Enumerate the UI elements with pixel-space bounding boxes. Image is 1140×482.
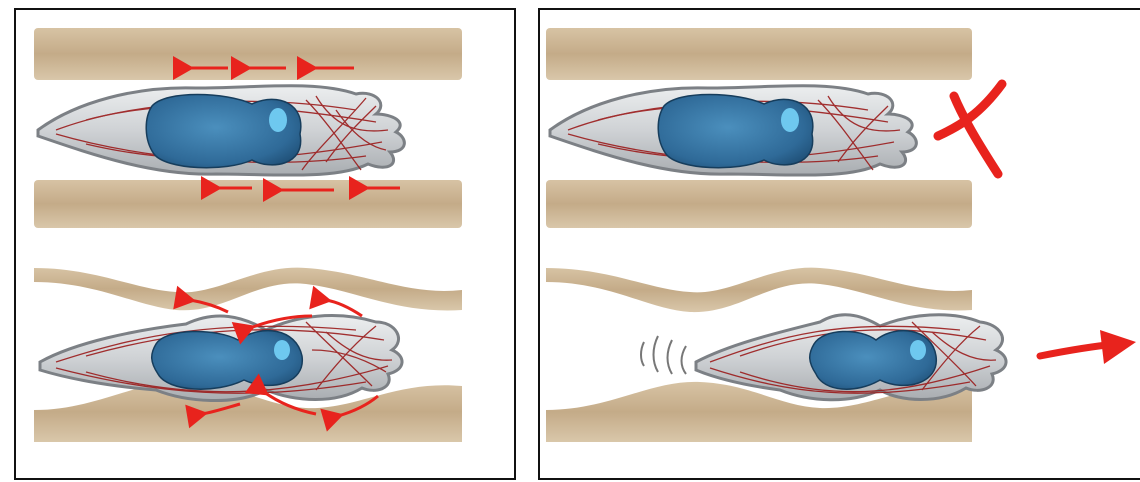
panel-left-drawing [16, 10, 514, 478]
wavy-wall-top-right [546, 268, 972, 312]
cell-undulating-channel [40, 316, 402, 401]
panel-left [14, 8, 516, 480]
panel-right-drawing [540, 10, 1140, 478]
channel-wall-top-right [546, 28, 972, 80]
channel-wall-top [34, 28, 462, 80]
cell-migrating [696, 315, 1006, 400]
panel-right [538, 8, 1140, 480]
motion-lines [641, 336, 686, 374]
arrow-right-icon [1040, 330, 1136, 364]
nucleus-left-bottom [152, 331, 303, 390]
cell-blocked [550, 86, 916, 175]
nucleus-highlight [269, 108, 287, 132]
channel-wall-bottom-right [546, 180, 972, 228]
x-mark-icon [938, 84, 1002, 174]
wavy-wall-top [34, 268, 462, 311]
cell-straight-channel [38, 86, 404, 175]
